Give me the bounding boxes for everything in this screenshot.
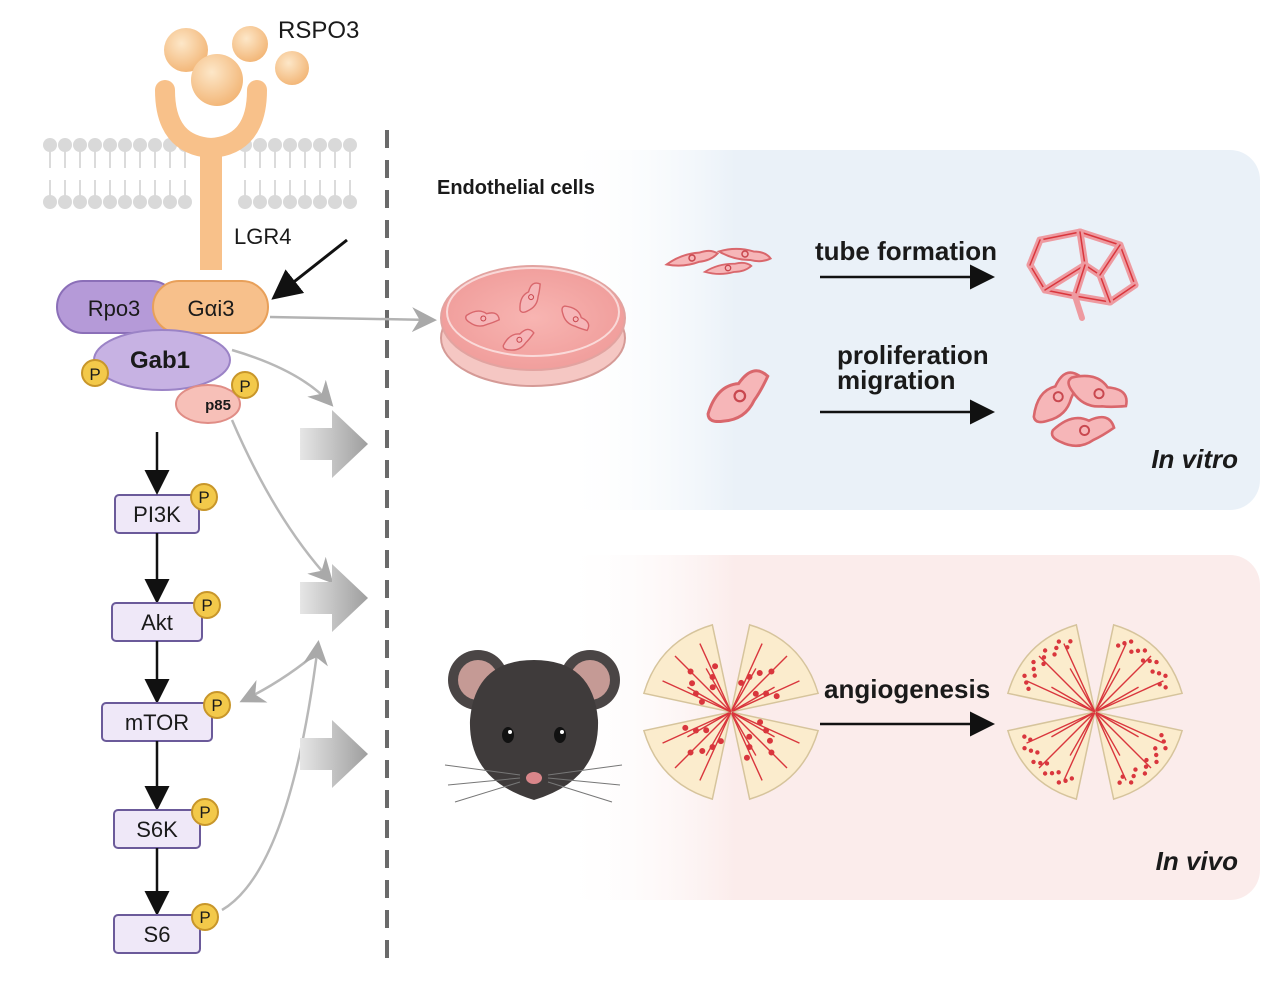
angiogenesis-label: angiogenesis	[824, 674, 990, 704]
complex-to-dish-arrow	[269, 307, 437, 333]
phospho-badge	[203, 691, 231, 719]
phospho-badge	[193, 591, 221, 619]
phospho-p85-badge: P	[231, 371, 259, 399]
cascade-node-s6: S6 P	[113, 903, 219, 954]
cascade-node-mtor: mTOR P	[101, 691, 231, 742]
cascade-label: S6	[144, 922, 171, 947]
curve-arrow-s6	[221, 640, 328, 912]
gray-curve-arrows	[221, 348, 334, 912]
tube-formation-label: tube formation	[815, 236, 997, 266]
endothelial-cells-label: Endothelial cells	[437, 177, 595, 199]
svg-text:P: P	[199, 908, 210, 927]
rspo3-ligand	[164, 26, 309, 106]
in-vivo-label: In vivo	[1156, 846, 1238, 876]
single-endothelial-cell	[706, 369, 770, 424]
block-arrow-1	[300, 410, 368, 478]
phospho-gab1-badge: P	[81, 359, 109, 387]
cascade-label: Akt	[141, 610, 173, 635]
dish-cells	[465, 282, 590, 351]
lgr4-receptor	[155, 80, 267, 270]
mouse-illustration	[444, 650, 623, 803]
gai3-label: Gαi3	[188, 296, 235, 321]
phospho-badge	[191, 903, 219, 931]
cascade-node-akt: Akt P	[111, 591, 221, 642]
tube-cells-before	[664, 247, 773, 275]
cell-membrane	[43, 138, 357, 209]
rpo3-label: Rpo3	[88, 296, 141, 321]
svg-text:P: P	[198, 488, 209, 507]
svg-text:P: P	[89, 365, 100, 384]
svg-text:P: P	[239, 377, 250, 396]
svg-text:P: P	[199, 803, 210, 822]
block-arrow-2	[300, 564, 368, 632]
gai3-protein	[152, 280, 269, 334]
proliferation-label: proliferation	[837, 340, 989, 370]
cascade-label: PI3K	[133, 502, 181, 527]
curve-arrow-mtor	[239, 649, 321, 703]
proliferated-cells	[1032, 371, 1128, 448]
block-arrow-3	[300, 720, 368, 788]
in-vitro-label: In vitro	[1151, 444, 1238, 474]
retina-after	[1006, 623, 1184, 801]
cascade-label: mTOR	[125, 710, 189, 735]
cascade-node-s6k: S6K P	[113, 798, 219, 849]
in-vivo-panel	[560, 555, 1260, 900]
tube-network	[1026, 228, 1139, 321]
gab1-label: Gab1	[130, 347, 190, 374]
phospho-badge	[190, 483, 218, 511]
lgr4-label: LGR4	[234, 224, 291, 249]
rspo3-label: RSPO3	[278, 17, 359, 44]
migration-label: migration	[837, 365, 955, 395]
curve-arrow-p85	[230, 419, 334, 584]
cascade-node-pi3k: PI3K P	[114, 483, 218, 534]
p85-label: p85	[205, 397, 231, 414]
svg-text:P: P	[211, 696, 222, 715]
phospho-badge	[191, 798, 219, 826]
activation-arrow	[271, 238, 348, 300]
signaling-complex	[56, 280, 269, 424]
p85-protein	[175, 384, 241, 424]
curve-arrow-gab1	[231, 348, 334, 407]
cascade-label: S6K	[136, 817, 178, 842]
svg-text:P: P	[201, 596, 212, 615]
retina-before	[642, 623, 820, 801]
